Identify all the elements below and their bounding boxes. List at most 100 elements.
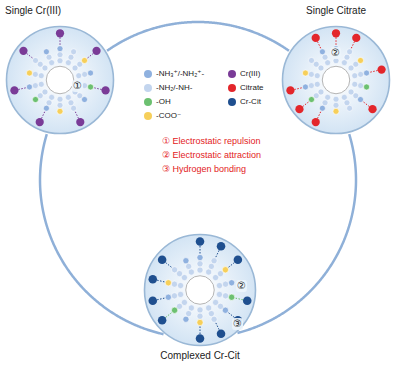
legend-swatch [144, 70, 152, 78]
functional-group [57, 108, 63, 114]
ion-dot [196, 237, 205, 246]
functional-group [183, 316, 189, 322]
ion-dot [312, 34, 320, 42]
functional-group [68, 100, 74, 106]
interaction-link [229, 313, 235, 318]
legend-text: -OH [156, 97, 171, 107]
functional-group [341, 94, 347, 100]
interaction-link [200, 326, 201, 334]
callout-number: ① [72, 80, 83, 92]
ion-dot [243, 297, 252, 306]
particle-illustration [5, 25, 115, 135]
functional-group [197, 261, 203, 267]
functional-group [32, 57, 38, 63]
functional-group [197, 319, 203, 325]
legend-entry: -COO⁻ [144, 111, 181, 121]
particle-illustration [281, 25, 391, 135]
functional-group [216, 291, 222, 297]
callout-number: ② [330, 47, 341, 59]
functional-group [364, 70, 370, 76]
ion-dot [196, 334, 205, 343]
functional-group [65, 94, 71, 100]
functional-group [82, 71, 88, 77]
ion-dot [92, 47, 100, 55]
ion-dot [217, 242, 226, 251]
ion-dot [10, 86, 18, 94]
ion-dot [158, 316, 167, 325]
functional-group [197, 307, 203, 313]
legend-swatch [144, 98, 152, 106]
interaction-link [294, 88, 302, 90]
functional-group [26, 70, 32, 76]
ion-dot [148, 275, 157, 284]
node-heading: Complexed Cr-Cit [160, 350, 239, 362]
functional-group [222, 293, 228, 299]
functional-group [222, 307, 228, 313]
functional-group [197, 254, 203, 260]
functional-group [71, 49, 77, 55]
ion-dot [368, 105, 376, 113]
interaction-link [26, 53, 32, 58]
functional-group [38, 81, 44, 87]
functional-group [49, 60, 55, 66]
functional-group [43, 105, 49, 111]
interaction-link [317, 112, 320, 119]
functional-group [57, 102, 63, 108]
functional-group [314, 81, 320, 87]
heading-text: Single Citrate [306, 5, 366, 16]
interaction-note: ① Electrostatic repulsion [162, 136, 261, 147]
circle-node: Single Citrate [281, 25, 391, 135]
particle-outline [283, 27, 390, 134]
functional-group [177, 282, 183, 288]
functional-group [38, 73, 44, 79]
functional-group [208, 263, 214, 269]
ion-dot [36, 118, 44, 126]
functional-group [229, 294, 235, 300]
legend-text: Cr-Cit [240, 97, 261, 107]
interaction-link [157, 280, 165, 282]
functional-group [88, 84, 94, 90]
polymer-brush [148, 237, 251, 342]
ion-dot [295, 105, 303, 113]
functional-group [81, 57, 87, 63]
functional-group [88, 70, 94, 76]
ion-dot [148, 297, 157, 306]
callout-number: ③ [232, 318, 243, 330]
functional-group [46, 54, 52, 60]
functional-group [32, 71, 38, 77]
particle-outline [145, 235, 256, 346]
functional-group [333, 96, 339, 102]
functional-group [358, 83, 364, 89]
ion-dot [312, 118, 320, 126]
interaction-note: ② Electrostatic attraction [162, 150, 261, 161]
functional-group [68, 54, 74, 60]
interaction-link [351, 41, 354, 48]
functional-group [364, 84, 370, 90]
polymer-brush [286, 29, 385, 126]
legend-text: Cr(III) [240, 69, 260, 79]
functional-group [171, 293, 177, 299]
functional-group [57, 96, 63, 102]
ion-dot [217, 329, 226, 338]
interaction-link [336, 37, 337, 45]
ion-dot [56, 29, 64, 37]
functional-group [65, 60, 71, 66]
functional-group [344, 54, 350, 60]
interaction-link [165, 262, 171, 267]
legend-swatch [228, 98, 236, 106]
functional-group [165, 280, 171, 286]
functional-group [206, 269, 212, 275]
functional-group [325, 94, 331, 100]
functional-group [308, 83, 314, 89]
functional-group [208, 310, 214, 316]
functional-group [333, 102, 339, 108]
legend-entry: -OH [144, 97, 171, 107]
functional-group [76, 73, 82, 79]
functional-group [302, 70, 308, 76]
functional-group [341, 60, 347, 66]
legend-entry: Cr(III) [228, 69, 260, 79]
functional-group [308, 57, 314, 63]
interaction-note: ③ Hydrogen bonding [162, 164, 246, 175]
functional-group [352, 81, 358, 87]
functional-group [357, 57, 363, 63]
